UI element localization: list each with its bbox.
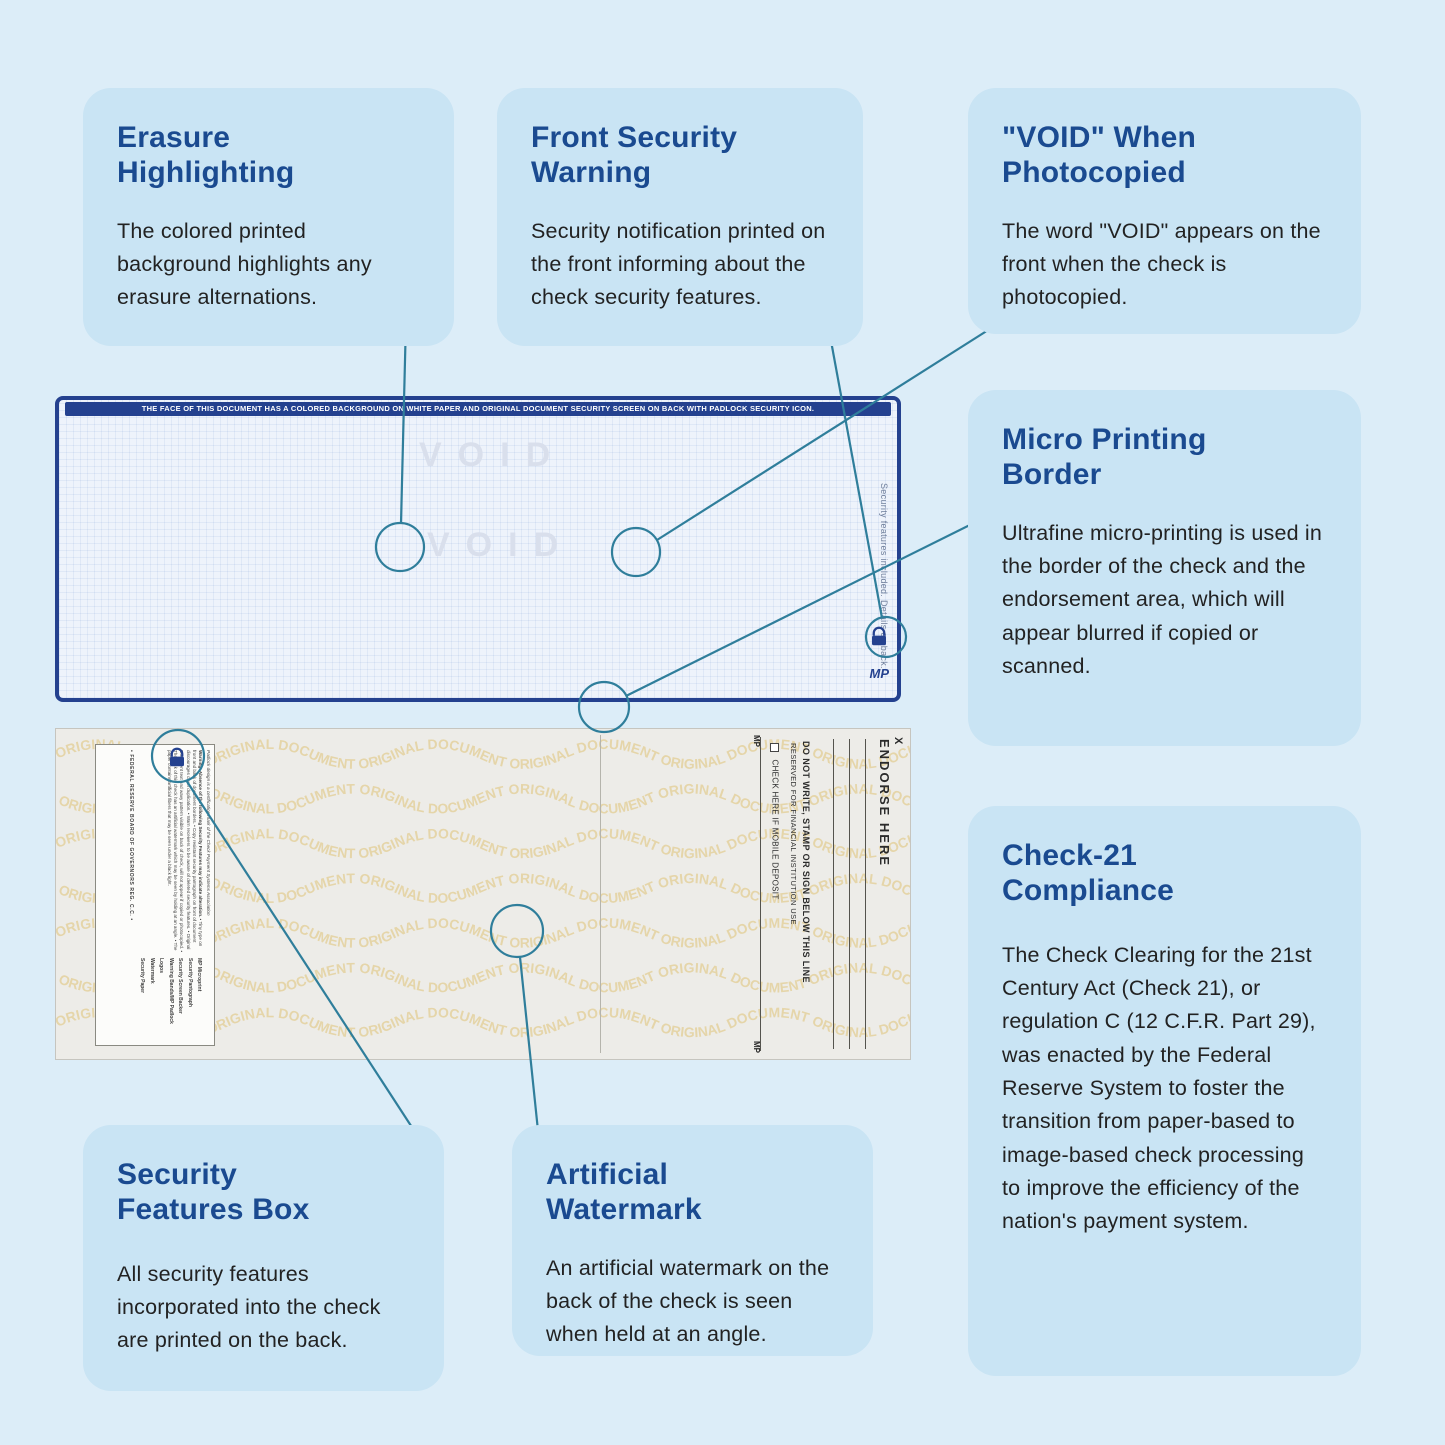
- feature-label: Security Paper: [139, 958, 146, 994]
- card-title-line: Artificial: [546, 1158, 669, 1191]
- card-title: "VOID" When Photocopied: [1002, 120, 1327, 191]
- check-back-image: ORIGINAL DOCUMENT ORIGINAL DOCUMENT ORIG…: [55, 728, 911, 1060]
- card-title-line: Check-21: [1002, 839, 1138, 872]
- reserved-financial-label: RESERVED FOR FINANCIAL INSTITUTION USE: [789, 743, 798, 925]
- card-artificial-watermark: Artificial Watermark An artificial water…: [512, 1125, 873, 1356]
- back-fold-divider: [600, 735, 601, 1053]
- card-title: Micro Printing Border: [1002, 422, 1327, 493]
- card-body: The Check Clearing for the 21st Century …: [1002, 942, 1316, 1234]
- do-not-write-label: DO NOT WRITE, STAMP OR SIGN BELOW THIS L…: [801, 741, 811, 983]
- card-body: An artificial watermark on the back of t…: [546, 1255, 830, 1347]
- feature-label: Warning Bands/MP Padlock Logos: [158, 958, 174, 1024]
- security-features-box-print: Padlock design is a certification mark o…: [95, 744, 215, 1046]
- endorse-here-label: ENDORSE HERE: [877, 739, 892, 868]
- microprint-mp-mark: MP: [752, 1041, 761, 1053]
- feature-label: MP Microprint: [196, 958, 203, 992]
- card-body: Security notification printed on the fro…: [531, 218, 826, 310]
- endorsement-boundary-line: [760, 737, 761, 1051]
- mobile-deposit-text: CHECK HERE IF MOBILE DEPOSIT: [770, 759, 780, 900]
- card-check-21-compliance: Check-21 Compliance The Check Clearing f…: [968, 806, 1361, 1376]
- endorse-x-mark: X: [892, 737, 904, 745]
- card-security-features-box: Security Features Box All security featu…: [83, 1125, 444, 1391]
- padlock-certification-text: Padlock design is a certification mark o…: [206, 750, 211, 916]
- federal-reserve-text: • FEDERAL RESERVE BOARD OF GOVERNORS REG…: [127, 750, 134, 921]
- card-title-line: Micro Printing: [1002, 423, 1207, 456]
- card-void-when-photocopied: "VOID" When Photocopied The word "VOID" …: [968, 88, 1361, 334]
- feature-label: Security Screen Backer: [177, 958, 184, 1014]
- microprint-mp-mark: MP: [869, 666, 890, 681]
- endorsement-line: [849, 739, 850, 1049]
- check-front-image: THE FACE OF THIS DOCUMENT HAS A COLORED …: [55, 396, 901, 702]
- card-title-line: Erasure: [117, 121, 231, 154]
- feature-label: Watermark: [148, 958, 155, 984]
- microprint-mp-mark: MP: [752, 735, 761, 747]
- mobile-deposit-checkbox: [770, 743, 779, 752]
- card-title-line: "VOID" When: [1002, 121, 1196, 154]
- features-warning: Warning: Absence of the following Securi…: [198, 750, 204, 918]
- card-front-security-warning: Front Security Warning Security notifica…: [497, 88, 863, 346]
- card-body: All security features incorporated into …: [117, 1261, 381, 1353]
- card-title-line: Security: [117, 1158, 237, 1191]
- padlock-icon: [170, 747, 184, 767]
- endorsement-line: [865, 739, 866, 1049]
- card-title: Front Security Warning: [531, 120, 829, 191]
- card-title: Erasure Highlighting: [117, 120, 420, 191]
- feature-label: Security Pantograph: [186, 958, 193, 1007]
- features-warning-and-bullets: Warning: Absence of the following Securi…: [137, 750, 204, 954]
- card-micro-printing-border: Micro Printing Border Ultrafine micro-pr…: [968, 390, 1361, 746]
- mobile-deposit-label: CHECK HERE IF MOBILE DEPOSIT: [770, 743, 780, 900]
- card-title-line: Highlighting: [117, 156, 295, 190]
- card-title-line: Compliance: [1002, 874, 1175, 908]
- card-title-line: Photocopied: [1002, 156, 1186, 190]
- card-title-line: Border: [1002, 458, 1102, 492]
- card-body: The word "VOID" appears on the front whe…: [1002, 218, 1321, 310]
- card-body: The colored printed background highlight…: [117, 218, 372, 310]
- padlock-icon: [872, 626, 886, 646]
- void-watermark: VOID: [427, 526, 575, 564]
- card-title-line: Features Box: [117, 1193, 310, 1227]
- front-security-warning-band: THE FACE OF THIS DOCUMENT HAS A COLORED …: [65, 402, 891, 416]
- void-watermark: VOID: [419, 436, 567, 474]
- card-title-line: Warning: [531, 156, 652, 190]
- card-title-line: Watermark: [546, 1193, 702, 1227]
- card-title-line: Front Security: [531, 121, 738, 154]
- card-title: Security Features Box: [117, 1157, 410, 1228]
- endorsement-line: [833, 739, 834, 1049]
- card-title: Artificial Watermark: [546, 1157, 839, 1228]
- card-erasure-highlighting: Erasure Highlighting The colored printed…: [83, 88, 454, 346]
- features-columns: Warning: Absence of the following Securi…: [137, 750, 204, 1040]
- features-label-column: MP Microprint Security Pantograph Securi…: [137, 958, 204, 1040]
- security-features-box-text: Padlock design is a certification mark o…: [99, 750, 211, 1040]
- card-body: Ultrafine micro-printing is used in the …: [1002, 520, 1323, 679]
- card-title: Check-21 Compliance: [1002, 838, 1327, 909]
